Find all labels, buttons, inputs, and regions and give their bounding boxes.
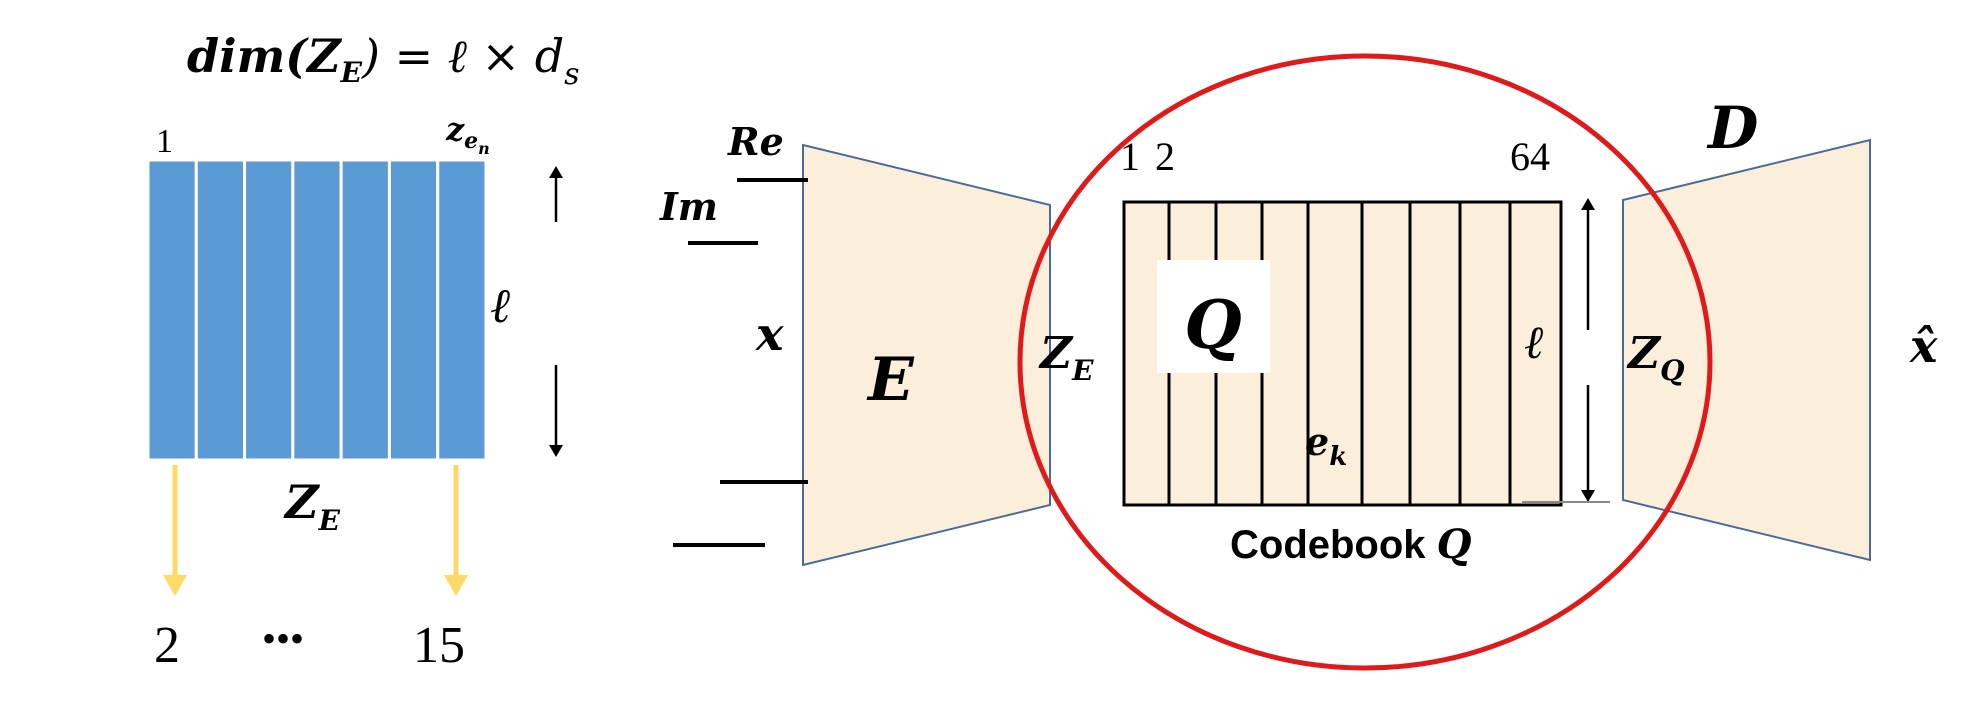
decoder-input-z: Z xyxy=(1626,328,1662,379)
formula-dim: dim( xyxy=(187,29,309,83)
left-block-column xyxy=(243,158,295,462)
codebook-entry-e: e xyxy=(1305,419,1329,464)
codebook-highlight-circle xyxy=(1017,53,1713,671)
encoder-output-sub: E xyxy=(1071,354,1094,387)
output-last-label: 15 xyxy=(413,617,465,674)
codebook-col-last: 64 xyxy=(1510,134,1550,179)
encoder-output-label: ZE xyxy=(1038,328,1094,387)
left-height-arrowhead-down xyxy=(549,445,563,457)
encoder-label: E xyxy=(866,345,915,415)
codebook-caption: Codebook Q xyxy=(1230,521,1472,568)
codebook-entry-label: ek xyxy=(1305,419,1347,472)
codebook-q-box xyxy=(1157,260,1270,373)
left-block-columns xyxy=(146,158,488,462)
codebook-col-2: 2 xyxy=(1155,134,1175,179)
codebook-height-arrowhead-up xyxy=(1581,198,1595,210)
output-arrowhead-first xyxy=(163,575,187,596)
decoder-input-sub: Q xyxy=(1660,354,1684,387)
encoder-output-z: Z xyxy=(1038,328,1074,379)
left-block-column xyxy=(387,158,440,462)
output-xhat-label: x̂ xyxy=(1909,319,1938,373)
input-re-label: Re xyxy=(727,119,784,164)
input-im-label: Im xyxy=(659,184,718,229)
left-height-label: ℓ xyxy=(490,278,510,334)
left-col-last-label: zen xyxy=(445,110,490,158)
left-block-column xyxy=(291,158,343,462)
left-block-column xyxy=(339,158,391,462)
output-dots: ••• xyxy=(262,616,304,661)
left-block-column xyxy=(146,158,198,462)
input-x-label: x xyxy=(755,307,784,361)
left-block-column xyxy=(194,158,247,462)
codebook-height-label: ℓ xyxy=(1524,315,1544,369)
left-block-column xyxy=(436,158,488,462)
left-col-last-sub-e: e xyxy=(464,128,478,154)
formula-sub-e: E xyxy=(340,56,363,89)
left-height-arrowhead-up xyxy=(549,166,563,178)
decoder-input-label: ZQ xyxy=(1626,328,1685,387)
left-block-name: ZE xyxy=(283,475,341,537)
output-first-label: 2 xyxy=(154,617,180,674)
formula-z: Z xyxy=(305,29,342,83)
output-arrowhead-last xyxy=(444,575,468,596)
decoder-label: D xyxy=(1706,94,1758,162)
formula-rest: ) = ℓ × d xyxy=(361,29,564,83)
codebook-q-label: Q xyxy=(1184,286,1242,364)
left-block-name-sub: E xyxy=(318,504,341,537)
dimension-formula: dim(ZE) = ℓ × ds xyxy=(187,29,580,92)
codebook-height-arrowhead-down xyxy=(1581,490,1595,502)
left-block-name-z: Z xyxy=(283,475,320,529)
codebook-caption-text: Codebook xyxy=(1230,523,1437,567)
codebook-entry-sub: k xyxy=(1329,442,1347,472)
codebook-caption-q: Q xyxy=(1437,521,1472,568)
left-col-first-label: 1 xyxy=(156,123,173,160)
encoder-trapezoid xyxy=(802,143,1051,567)
left-col-last-sub-n: n xyxy=(478,139,490,158)
left-col-last-z: z xyxy=(445,110,465,148)
formula-sub-s: s xyxy=(564,57,579,92)
